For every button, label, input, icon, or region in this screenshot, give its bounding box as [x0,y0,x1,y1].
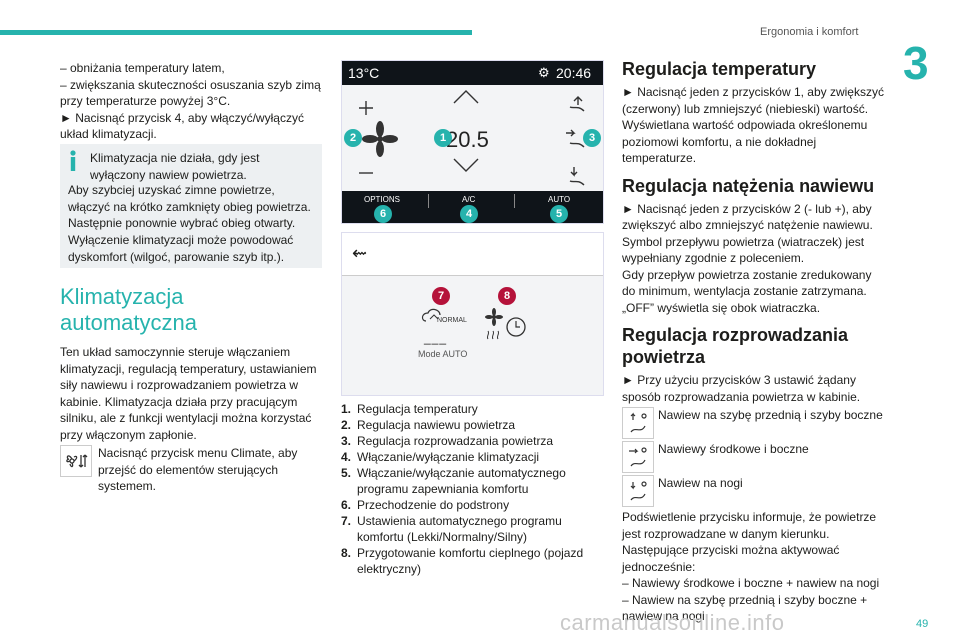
heading-airflow: Regulacja natężenia nawiewu [622,175,875,196]
climate-screen-main: 13°C ⚙ 20:46 20.5 1 2 3 OPTIONS A/C AUTO… [341,60,604,224]
callout-badge: 4 [460,205,478,223]
paragraph: „OFF” wyświetla się obok wiatraczka. [622,300,821,315]
auto-climate-section: Klimatyzacja automatyczna Ten układ samo… [60,284,322,495]
heading-temperature: Regulacja temperatury [622,59,817,79]
numbered-legend: 1.Regulacja temperatury 2.Regulacja nawi… [341,401,603,577]
info-line: Aby szybciej uzyskać zimne powietrze, wł… [68,183,311,230]
step-instruction: ► Nacisnąć przycisk 4, aby włączyć/wyłąc… [60,110,304,142]
windscreen-airflow-icon [622,407,654,439]
chapter-number: 3 [903,37,929,89]
paragraph: Następujące przyciski można aktywować je… [622,543,840,574]
callout-badge: 5 [550,205,568,223]
heading-distribution: Regulacja rozprowadzania powietrza [622,325,849,367]
distribution-option: Nawiewy środkowe i boczne [622,441,888,473]
ac-button[interactable]: A/C [462,195,476,204]
climate-instruction: Nacisnąć przycisk menu Climate, aby prze… [98,446,298,493]
gear-icon: ⚙ [538,65,550,80]
header-accent-bar [0,30,472,35]
info-icon [70,150,76,171]
controls-area [359,90,585,186]
outside-temperature: 13°C [348,65,380,81]
section-title: Klimatyzacja automatyczna [60,284,197,335]
button-bar: OPTIONS A/C AUTO 6 4 5 [342,191,603,223]
thermal-comfort-icon [485,308,526,340]
legend-item: 1.Regulacja temperatury [341,402,478,416]
legend-item: 2.Regulacja nawiewu powietrza [341,418,516,432]
normal-mode-icon [421,308,441,322]
dash-item: – Nawiewy środkowe i boczne + nawiew na … [622,576,880,590]
legend-item: 5.Włączanie/wyłączanie automatycznego pr… [341,466,566,496]
options-button[interactable]: OPTIONS [364,195,401,204]
info-line: Wyłączenie klimatyzacji może powodować d… [68,233,294,264]
page-number: 49 [916,618,929,630]
climate-screen-auto: ⇜ 7 8 NORMAL ___ Mode AUTO [341,232,604,396]
auto-button[interactable]: AUTO [548,195,571,204]
section-body: Ten układ samoczynnie steruje włączaniem… [60,345,317,442]
climate-menu-icon [60,445,92,477]
distribution-option: Nawiew na nogi [622,475,888,507]
column-right: Regulacja temperatury ► Nacisnąć jeden z… [622,58,888,625]
normal-label: NORMAL [437,317,467,324]
status-bar: 13°C ⚙ 20:46 [342,61,603,85]
callout-badge: 3 [583,129,601,147]
center-vents-icon [622,441,654,473]
set-temperature: 20.5 [446,127,489,152]
clock: 20:46 [556,65,592,81]
info-line: Klimatyzacja nie działa, gdy jest wyłącz… [90,151,260,182]
callout-badge: 1 [434,129,452,147]
dash-item: – Nawiew na szybę przednią i szyby boczn… [622,592,868,624]
back-arrow-icon[interactable]: ⇜ [352,243,368,263]
paragraph: Gdy przepływ powietrza zostanie zredukow… [622,267,872,299]
watermark: carmanualsonline.info [560,610,785,635]
dash-item: – zwiększania skuteczności osuszania szy… [60,77,321,109]
legend-item: 8.Przygotowanie komfortu cieplnego (poja… [341,546,584,576]
footwell-icon [622,475,654,507]
column-left: – obniżania temperatury latem, – zwiększ… [60,60,322,143]
paragraph: ► Przy użyciu przycisków 3 ustawić żądan… [622,373,861,404]
distribution-option: Nawiew na szybę przednią i szyby boczne [622,407,888,439]
paragraph: ► Nacisnąć jeden z przycisków 1, aby zwi… [622,85,884,165]
callout-badge: 7 [432,287,450,305]
callout-badge: 2 [344,129,362,147]
legend-item: 6.Przechodzenie do podstrony [341,498,510,512]
dash-item: – obniżania temperatury latem, [60,61,225,75]
callout-badge: 6 [374,205,392,223]
legend-item: 4.Włączanie/wyłączanie klimatyzacji [341,450,540,464]
legend-item: 7.Ustawienia automatycznego programu kom… [341,514,562,544]
callout-badge: 8 [498,287,516,305]
running-header: Ergonomia i komfort [760,26,859,38]
info-box: Klimatyzacja nie działa, gdy jest wyłącz… [60,144,322,268]
paragraph: ► Nacisnąć jeden z przycisków 2 (- lub +… [622,201,873,266]
legend-item: 3.Regulacja rozprowadzania powietrza [341,434,554,448]
paragraph: Podświetlenie przycisku informuje, że po… [622,510,877,541]
mode-auto-label: Mode AUTO [418,349,468,359]
